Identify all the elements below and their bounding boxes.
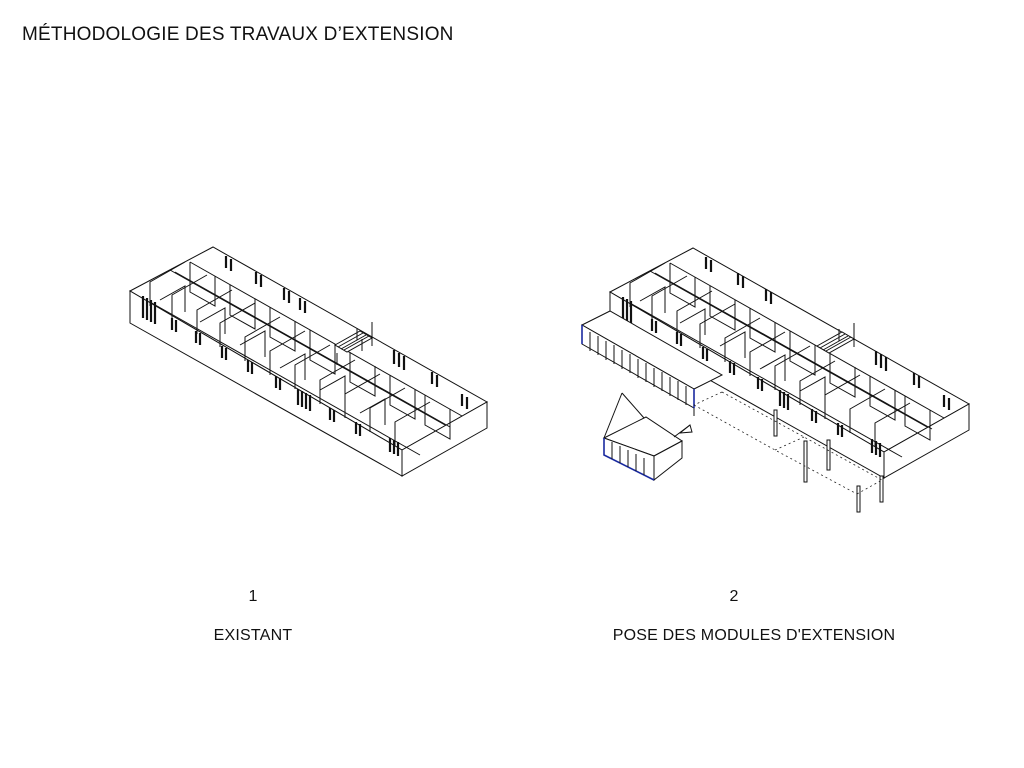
panel-number: 1 <box>248 588 258 605</box>
page-title: MÉTHODOLOGIE DES TRAVAUX D’EXTENSION <box>22 24 454 45</box>
panel-caption: POSE DES MODULES D'EXTENSION <box>612 627 896 644</box>
panel-extension: 2 POSE DES MODULES D'EXTENSION <box>512 0 1024 768</box>
panel-number: 2 <box>729 588 739 605</box>
axonometric-extension-drawing <box>580 247 971 513</box>
extension-gallery-module <box>580 310 724 416</box>
building-slab <box>128 246 489 477</box>
windows <box>141 256 469 456</box>
interior-walls <box>149 261 463 456</box>
panel-existing: 1 EXISTANT <box>128 246 489 644</box>
extension-posts <box>693 391 884 513</box>
stair <box>333 322 374 365</box>
windows <box>621 257 951 457</box>
stair <box>815 323 856 354</box>
extension-gable-module <box>602 392 693 482</box>
axonometric-existing-drawing <box>128 246 489 477</box>
interior-walls <box>629 262 945 458</box>
panel-caption: EXISTANT <box>213 627 293 644</box>
